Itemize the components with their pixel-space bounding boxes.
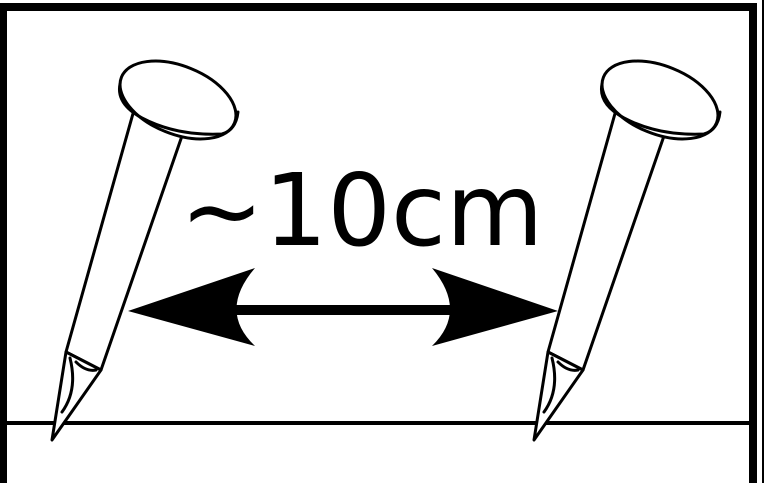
outer-frame bbox=[0, 3, 757, 483]
right-nail-icon bbox=[532, 59, 722, 442]
distance-label: ~10cm bbox=[180, 152, 543, 269]
double-arrow-icon bbox=[128, 268, 558, 346]
left-nail-icon bbox=[50, 59, 240, 442]
